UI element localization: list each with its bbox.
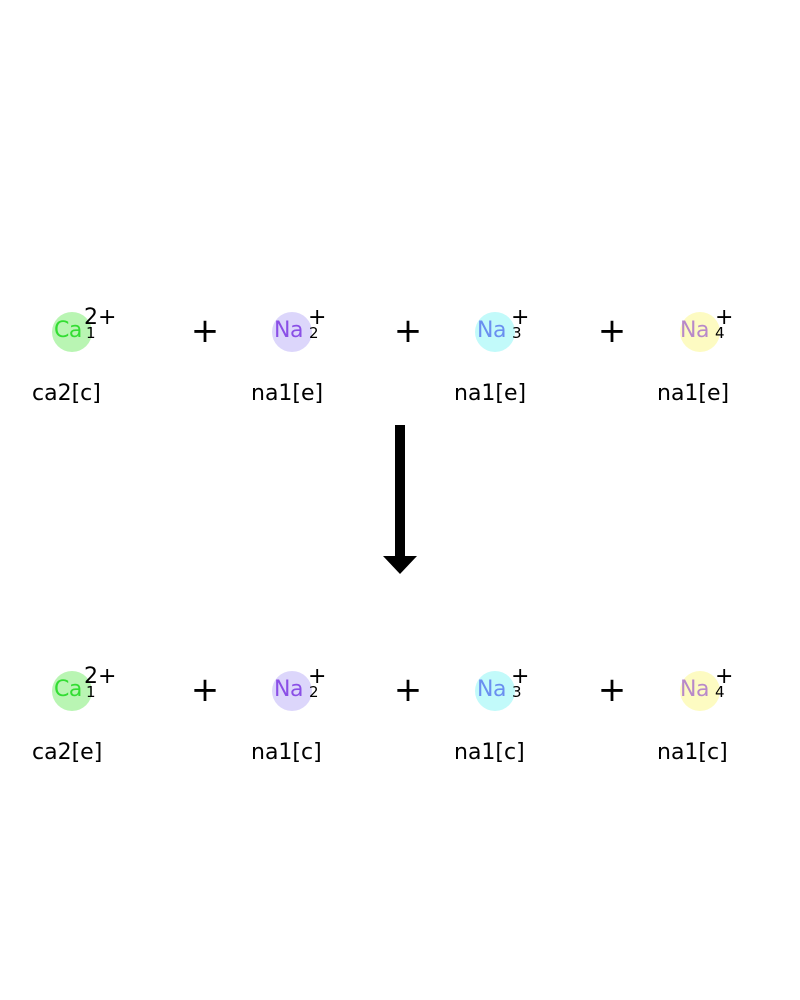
ion-charge: + (715, 305, 734, 330)
atom-index: 3 (512, 324, 522, 342)
plus-sign: + (393, 670, 423, 710)
atom-highlight-circle (272, 671, 312, 711)
element-symbol: Ca (54, 318, 82, 343)
ion-charge: + (511, 664, 530, 689)
atom-index: 4 (715, 324, 725, 342)
ion-charge: 2+ (84, 305, 117, 330)
plus-sign: + (190, 311, 220, 351)
atom-highlight-circle (680, 671, 720, 711)
species-label: na1[c] (454, 740, 525, 765)
ion-charge: + (511, 305, 530, 330)
ion-charge: + (308, 305, 327, 330)
species-label: na1[e] (657, 381, 730, 406)
element-symbol: Na (274, 677, 303, 702)
atom-highlight-circle (475, 312, 515, 352)
species-label: ca2[e] (32, 740, 103, 765)
reactant-na-4: Na 4 + na1[e] (656, 300, 776, 410)
arrow-head (383, 556, 417, 574)
reactant-ca-1: Ca 1 2+ ca2[c] (30, 300, 150, 410)
atom-index: 3 (512, 683, 522, 701)
reactant-na-2: Na 2 + na1[e] (250, 300, 370, 410)
element-symbol: Na (680, 318, 709, 343)
atom-index: 2 (309, 324, 319, 342)
atom-index: 1 (86, 683, 96, 701)
atom-highlight-circle (272, 312, 312, 352)
atom-index: 2 (309, 683, 319, 701)
species-label: na1[e] (251, 381, 324, 406)
ion-charge: + (308, 664, 327, 689)
element-symbol: Na (680, 677, 709, 702)
atom-index: 4 (715, 683, 725, 701)
atom-highlight-circle (475, 671, 515, 711)
species-label: na1[c] (657, 740, 728, 765)
ion-charge: 2+ (84, 664, 117, 689)
atom-index: 1 (86, 324, 96, 342)
products-row: Ca 1 2+ ca2[e] + Na 2 + na1[c] + Na 3 + … (0, 659, 800, 779)
arrow-shaft (395, 425, 405, 559)
reaction-arrow-icon (383, 425, 417, 574)
element-symbol: Na (477, 318, 506, 343)
ion-charge: + (715, 664, 734, 689)
atom-highlight-circle (52, 671, 92, 711)
reactant-na-3: Na 3 + na1[e] (453, 300, 573, 410)
plus-sign: + (597, 311, 627, 351)
element-symbol: Na (477, 677, 506, 702)
plus-sign: + (190, 670, 220, 710)
plus-sign: + (393, 311, 423, 351)
atom-highlight-circle (52, 312, 92, 352)
species-label: na1[e] (454, 381, 527, 406)
species-label: ca2[c] (32, 381, 101, 406)
plus-sign: + (597, 670, 627, 710)
element-symbol: Na (274, 318, 303, 343)
atom-highlight-circle (680, 312, 720, 352)
reactants-row: Ca 1 2+ ca2[c] + Na 2 + na1[e] + Na 3 + … (0, 300, 800, 420)
product-ca-1: Ca 1 2+ ca2[e] (30, 659, 150, 769)
element-symbol: Ca (54, 677, 82, 702)
product-na-3: Na 3 + na1[c] (453, 659, 573, 769)
species-label: na1[c] (251, 740, 322, 765)
product-na-2: Na 2 + na1[c] (250, 659, 370, 769)
product-na-4: Na 4 + na1[c] (656, 659, 776, 769)
